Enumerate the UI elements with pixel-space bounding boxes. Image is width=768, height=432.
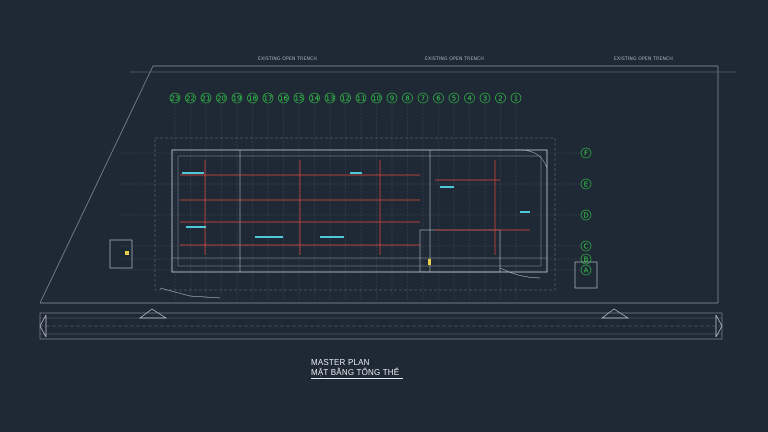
grid-bubble-circle [371, 92, 382, 104]
grid-bubble-circle [464, 92, 475, 104]
grid-letter-bubbles: F E D CBA [580, 147, 592, 276]
grid-bubble-number: 19 [233, 95, 242, 103]
grid-letter-label: B [584, 256, 589, 264]
grid-letter-circle [580, 240, 592, 252]
grid-bubble-circle [417, 92, 429, 104]
trench-label-2: EXISTING OPEN TRENCH [425, 57, 484, 62]
grid-bubble-number: 3 [483, 95, 487, 103]
grid-bubble-number: 5 [452, 95, 456, 103]
grid-bubble-number: 17 [264, 95, 273, 103]
grid-bubble-circle [169, 92, 181, 104]
grid-bubble-circle [433, 92, 444, 104]
building-plan [109, 137, 598, 299]
grid-bubble-circle [510, 92, 522, 104]
grid-bubble-circle [247, 92, 258, 104]
grid-bubble-circle [324, 92, 336, 104]
grid-bubble-number: 22 [186, 95, 195, 103]
grid-bubble-number: 2 [498, 95, 502, 103]
grid-bubble-circle [448, 92, 460, 104]
grid-letter-circle [580, 209, 592, 221]
site-boundary [39, 65, 736, 304]
grid-bubble-number: 9 [390, 95, 394, 103]
grid-bubble-circle [340, 92, 351, 104]
grid-bubble-number: 6 [436, 95, 441, 103]
grid-bubble-circle [402, 92, 413, 104]
grid-letter-circle [580, 147, 592, 159]
red-pipe-lines [180, 160, 530, 255]
grid-letter-circle [580, 264, 592, 276]
grid-letter-label: D [583, 212, 588, 220]
grid-bubble-circle [278, 92, 289, 104]
cyan-equipment-marks [182, 172, 530, 238]
grid-bubble-number: 21 [202, 95, 211, 103]
grid-bubble-circle [185, 92, 196, 104]
grid-letter-label: C [584, 243, 589, 251]
trench-label-3: EXISTING OPEN TRENCH [614, 57, 673, 62]
grid-letter-label: F [584, 150, 588, 158]
title-vietnamese: MẶT BẰNG TỔNG THỂ [311, 368, 404, 379]
grid-bubble-number: 16 [279, 95, 288, 103]
grid-bubble-number: 4 [467, 95, 472, 103]
grid-bubble-number: 23 [171, 95, 180, 103]
grid-bubble-circle [355, 92, 367, 104]
trench-label-1: EXISTING OPEN TRENCH [258, 57, 317, 62]
grid-bubble-number: 15 [295, 95, 304, 103]
grid-bubble-number: 1 [514, 95, 518, 103]
grid-bubble-number: 12 [341, 95, 350, 103]
grid-bubble-circle [479, 92, 491, 104]
grid-bubble-number: 8 [405, 95, 409, 103]
grid-bubble-circle [216, 92, 227, 104]
grid-bubble-circle [293, 92, 305, 104]
grid-bubble-circle [231, 92, 243, 104]
drawing-title-block: MASTER PLAN MẶT BẰNG TỔNG THỂ [311, 358, 404, 379]
yellow-marks [125, 251, 431, 265]
grid-bubble-circle [262, 92, 274, 104]
grid-bubble-circle [200, 92, 212, 104]
grid-letter-circle [580, 253, 592, 265]
grid-bubble-number: 20 [217, 95, 226, 103]
grid-bubble-number: 11 [357, 95, 366, 103]
grid-bubble-number: 10 [372, 95, 381, 103]
grid-letter-label: A [584, 267, 589, 275]
grid-bubble-circle [386, 92, 398, 104]
road-strip [39, 308, 723, 340]
grid-letter-circle [580, 178, 592, 190]
grid-lines [120, 106, 580, 300]
grid-letter-label: E [584, 181, 588, 189]
grid-bubble-number: 18 [248, 95, 257, 103]
grid-bubble-number: 7 [421, 95, 425, 103]
grid-bubble-number: 13 [326, 95, 335, 103]
grid-bubble-circle [495, 92, 506, 104]
title-english: MASTER PLAN [311, 358, 370, 367]
grid-bubble-number: 14 [310, 95, 319, 103]
grid-bubble-circle [309, 92, 320, 104]
